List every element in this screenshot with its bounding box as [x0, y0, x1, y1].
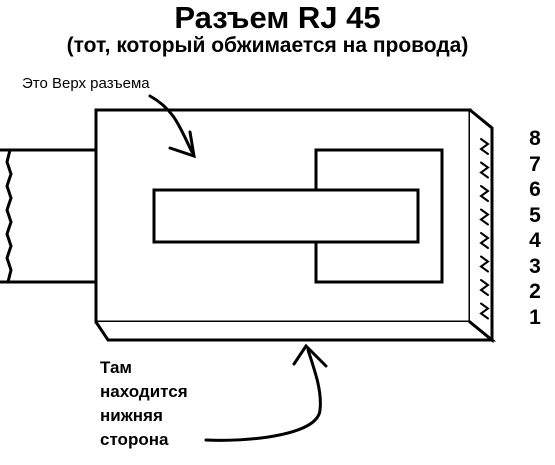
arrowhead-bottom [292, 343, 328, 368]
top-side-label: Это Верх разъема [22, 75, 150, 92]
pin-number-1: 1 [529, 305, 541, 329]
latch [152, 148, 444, 284]
pin-number-5: 5 [529, 203, 541, 227]
pin-number-7: 7 [529, 152, 541, 176]
bottom-label-line: находится [100, 382, 188, 401]
pin-contact-8 [479, 138, 490, 155]
pin-number-3: 3 [529, 254, 541, 278]
bottom-label-line: сторона [100, 430, 169, 449]
diagram-title: Разъем RJ 45 [174, 0, 381, 35]
pin-number-4: 4 [529, 229, 541, 252]
pin-number-8: 8 [529, 127, 541, 150]
bottom-label-line: нижняя [100, 406, 163, 425]
cable [0, 148, 98, 284]
pin-contact-6 [479, 185, 490, 202]
diagram-subtitle: (тот, который обжимается на провода) [66, 34, 469, 57]
pin-contact-3 [479, 255, 490, 273]
arrow-bottom [204, 348, 322, 442]
pin-contact-5 [479, 208, 490, 226]
pin-number-2: 2 [529, 280, 541, 303]
pin-contact-7 [479, 161, 490, 179]
pin-contact-4 [479, 232, 490, 249]
pin-contact-1 [479, 302, 490, 320]
arrow-top [148, 94, 194, 154]
arrowhead-top [168, 130, 196, 159]
bottom-label-line: Там [100, 358, 132, 377]
bottom-side-label: Там находится нижняя сторона [100, 356, 240, 452]
pin-contact-2 [479, 279, 490, 296]
pin-number-6: 6 [529, 178, 541, 201]
